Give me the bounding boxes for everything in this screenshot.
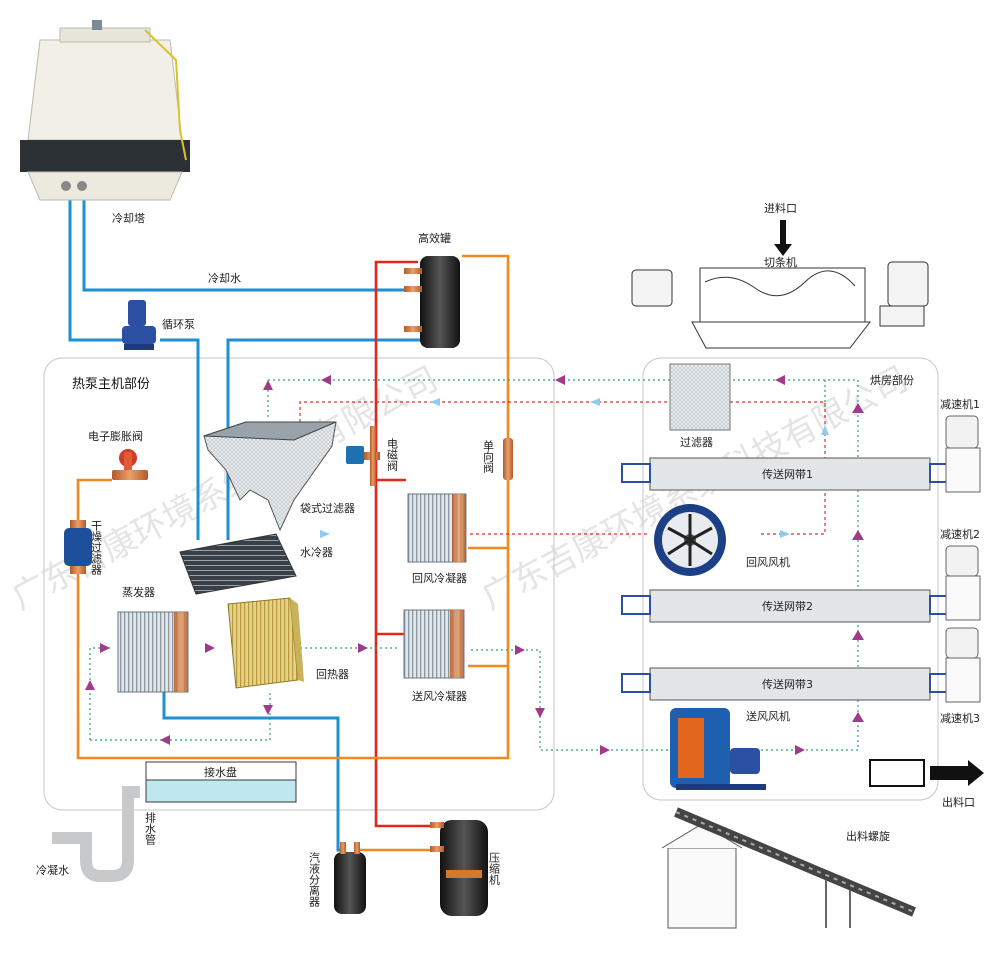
compressor [430,820,488,916]
expansion-valve-label: 电子膨胀阀 [88,429,143,443]
discharge-screw [661,807,916,929]
supply-air-condenser [403,609,465,679]
solenoid-valve-label: 电磁阀 [386,438,399,472]
supply-fan-label: 送风风机 [746,709,790,723]
slicer-label: 切条机 [764,255,797,269]
return-fan [654,504,726,576]
return-air-dotted [299,401,826,535]
conveyor-1-label: 传送网带1 [762,467,813,481]
reducer-1-label: 减速机1 [940,397,980,411]
reducer-3-label: 减速机3 [940,711,980,725]
conveyor-1 [621,457,953,491]
cooling-water-label: 冷却水 [208,272,241,285]
return-fan-label: 回风风机 [746,555,790,569]
evaporator [117,611,189,693]
drying-room-panel [642,357,939,801]
drain-pan-label: 接水盘 [204,765,237,779]
check-valve-label: 单向阀 [482,440,495,474]
evaporator-label: 蒸发器 [122,585,155,599]
conveyor-2-label: 传送网带2 [762,599,813,613]
heat-pump-panel [43,357,555,811]
bag-filter-label: 袋式过滤器 [300,501,355,515]
return-air-condenser [407,493,467,563]
discharge-outlet-label: 出料口 [942,795,975,809]
cooling-tower-label: 冷却塔 [112,212,145,225]
gas-liquid-separator-label: 汽液分离器 [308,851,321,908]
hot-gas-pipe [374,260,440,828]
efficient-tank-label: 高效罐 [418,231,451,245]
heat-pump-section-title: 热泵主机部份 [72,377,150,392]
water-cooler [179,533,297,595]
reducer-2-label: 减速机2 [940,527,980,541]
drain-pan [145,761,297,803]
return-air-condenser-label: 回风冷凝器 [412,571,467,585]
supply-fan [670,708,766,790]
discharge-outlet [869,759,984,787]
drying-room-section-title: 烘房部份 [870,373,914,387]
bag-filter [203,421,337,532]
water-cooler-label: 水冷器 [300,546,333,559]
slicer-machine [631,220,929,349]
drain-pipe [52,786,140,882]
conveyor-2 [621,589,953,623]
conveyor-3-label: 传送网带3 [762,677,813,691]
liquid-line-pipe [76,254,510,852]
efficient-tank [404,256,460,348]
check-valve [503,438,513,480]
condensate-label: 冷凝水 [36,863,69,877]
electronic-expansion-valve [112,449,148,480]
discharge-screw-label: 出料螺旋 [846,829,890,843]
cooling-tower [20,20,190,201]
circulation-pump-label: 循环泵 [162,318,195,331]
regenerator [227,597,304,689]
circulation-pump [122,300,156,350]
feed-inlet-label: 进料口 [764,201,797,215]
reducer-3 [945,627,981,703]
light-flow-arrows [320,398,829,538]
supply-air-condenser-label: 送风冷凝器 [412,689,467,703]
reducer-1 [945,415,981,493]
solenoid-valve [346,426,380,486]
compressor-label: 压缩机 [488,852,501,885]
filter-label: 过滤器 [680,436,713,449]
drain-pipe-label: 排水管 [144,811,157,846]
flow-arrows [85,375,864,755]
conveyor-3 [621,667,953,701]
regenerator-label: 回热器 [316,668,349,681]
drying-room-filter [669,363,731,431]
dry-filter-label: 干燥过滤器 [90,520,103,576]
gas-liquid-separator [334,842,366,914]
reducer-2 [945,545,981,621]
dry-filter [64,520,92,574]
